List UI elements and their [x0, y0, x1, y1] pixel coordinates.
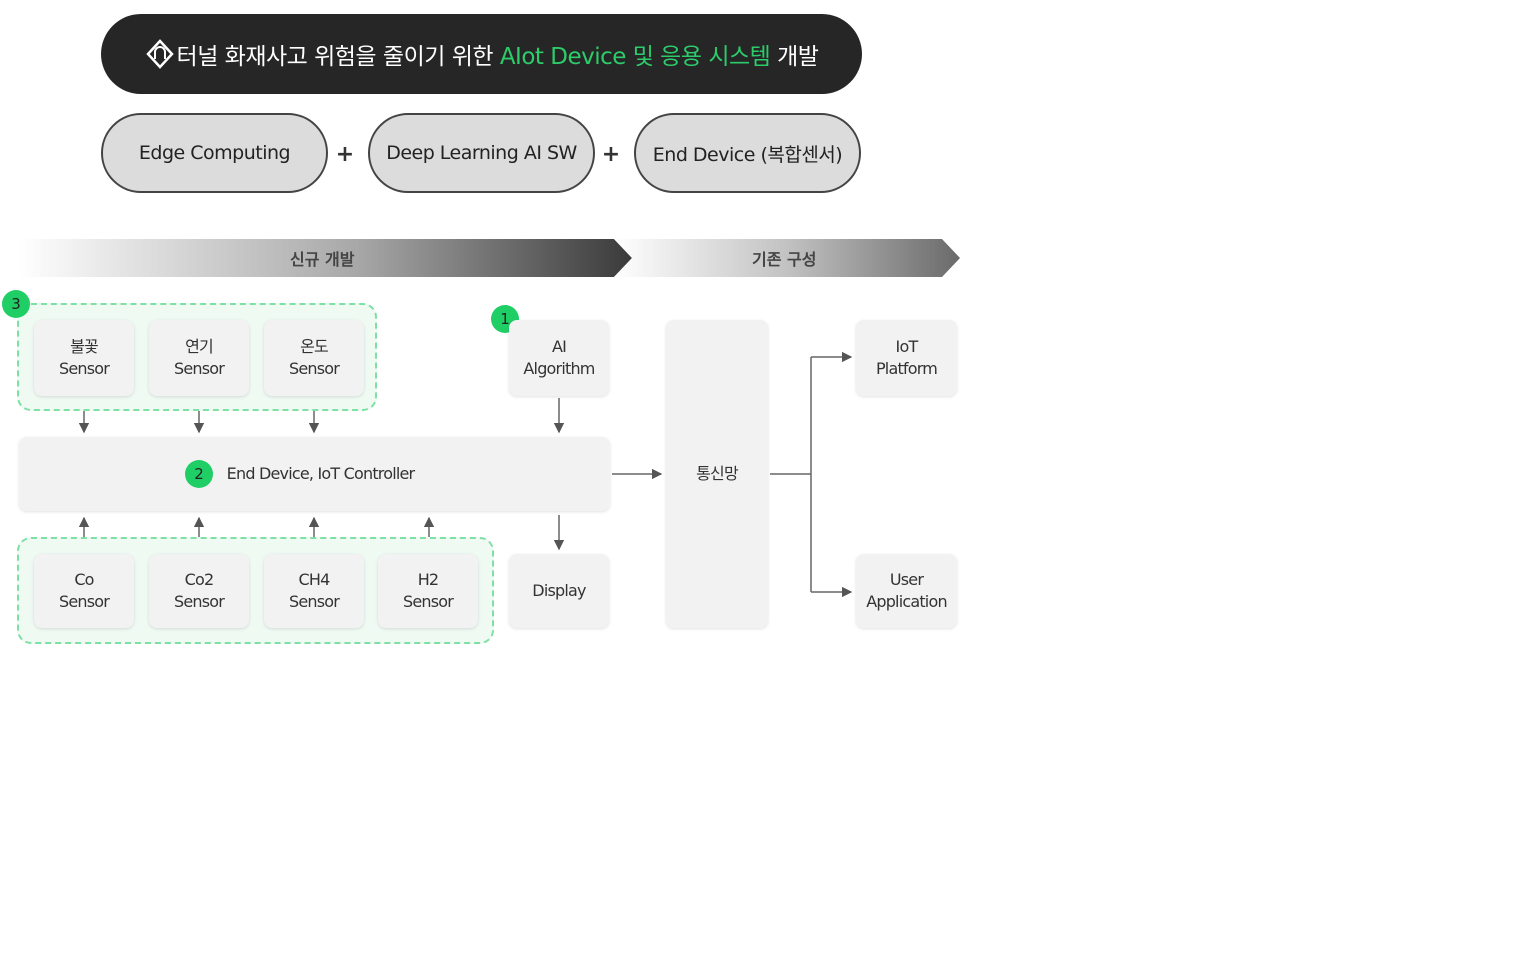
- band-label-new: 신규 개발: [290, 250, 355, 269]
- sensor-box-flame: 불꽃 Sensor: [34, 320, 134, 396]
- sensor-name: CH4: [298, 570, 331, 589]
- sensor-type: Sensor: [173, 592, 225, 611]
- sensor-name: Co: [74, 570, 94, 589]
- title-suffix: 개발: [770, 44, 819, 70]
- title-banner: 터널 화재사고 위험을 줄이기 위한 AIot Device 및 응용 시스템 …: [101, 14, 862, 94]
- controller-label: End Device, IoT Controller: [226, 464, 415, 483]
- sensor-name: 연기: [185, 337, 214, 356]
- ai-line1: AI: [551, 337, 567, 356]
- network-box: 통신망: [666, 320, 768, 628]
- title-prefix: 터널 화재사고 위험을 줄이기 위한: [176, 44, 500, 70]
- existing-arrow: [614, 239, 960, 277]
- controller-box: 2 End Device, IoT Controller: [19, 437, 610, 511]
- band-label-existing: 기존 구성: [752, 250, 817, 269]
- user-line1: User: [889, 570, 924, 589]
- sensor-type: Sensor: [58, 592, 110, 611]
- sensor-box-co2: Co2 Sensor: [149, 554, 249, 628]
- sensor-name: 온도: [300, 337, 329, 356]
- badge-3: 3: [2, 290, 30, 318]
- pill-edge-computing: Edge Computing: [101, 113, 328, 193]
- sensor-box-smoke: 연기 Sensor: [149, 320, 249, 396]
- ai-line2: Algorithm: [523, 359, 595, 378]
- display-label: Display: [532, 581, 586, 600]
- sensor-type: Sensor: [173, 359, 225, 378]
- tunnel-icon: [145, 39, 175, 69]
- ai-algorithm-box: AI Algorithm: [509, 320, 609, 396]
- sensor-type: Sensor: [402, 592, 454, 611]
- sensor-name: Co2: [184, 570, 215, 589]
- user-application-box: User Application: [856, 554, 957, 628]
- sensor-box-temperature: 온도 Sensor: [264, 320, 364, 396]
- sensor-type: Sensor: [58, 359, 110, 378]
- sensor-name: 불꽃: [70, 337, 99, 356]
- sensor-name: H2: [417, 570, 439, 589]
- sensor-type: Sensor: [288, 592, 340, 611]
- user-line2: Application: [866, 592, 947, 611]
- plus-sign: +: [335, 142, 355, 167]
- iot-line1: IoT: [895, 337, 919, 356]
- section-bands: [18, 239, 960, 277]
- sensor-box-ch4: CH4 Sensor: [264, 554, 364, 628]
- pill-end-device: End Device (복합센서): [634, 113, 861, 193]
- sensor-type: Sensor: [288, 359, 340, 378]
- iot-line2: Platform: [875, 359, 938, 378]
- sensor-box-h2: H2 Sensor: [378, 554, 478, 628]
- iot-platform-box: IoT Platform: [856, 320, 957, 396]
- network-label: 통신망: [696, 464, 739, 483]
- sensor-box-co: Co Sensor: [34, 554, 134, 628]
- plus-sign: +: [601, 142, 621, 167]
- title-highlight: AIot Device 및 응용 시스템: [499, 44, 771, 70]
- new-dev-arrow: [18, 239, 632, 277]
- badge-2: 2: [184, 460, 213, 488]
- display-box: Display: [509, 554, 609, 628]
- pill-deep-learning: Deep Learning AI SW: [368, 113, 595, 193]
